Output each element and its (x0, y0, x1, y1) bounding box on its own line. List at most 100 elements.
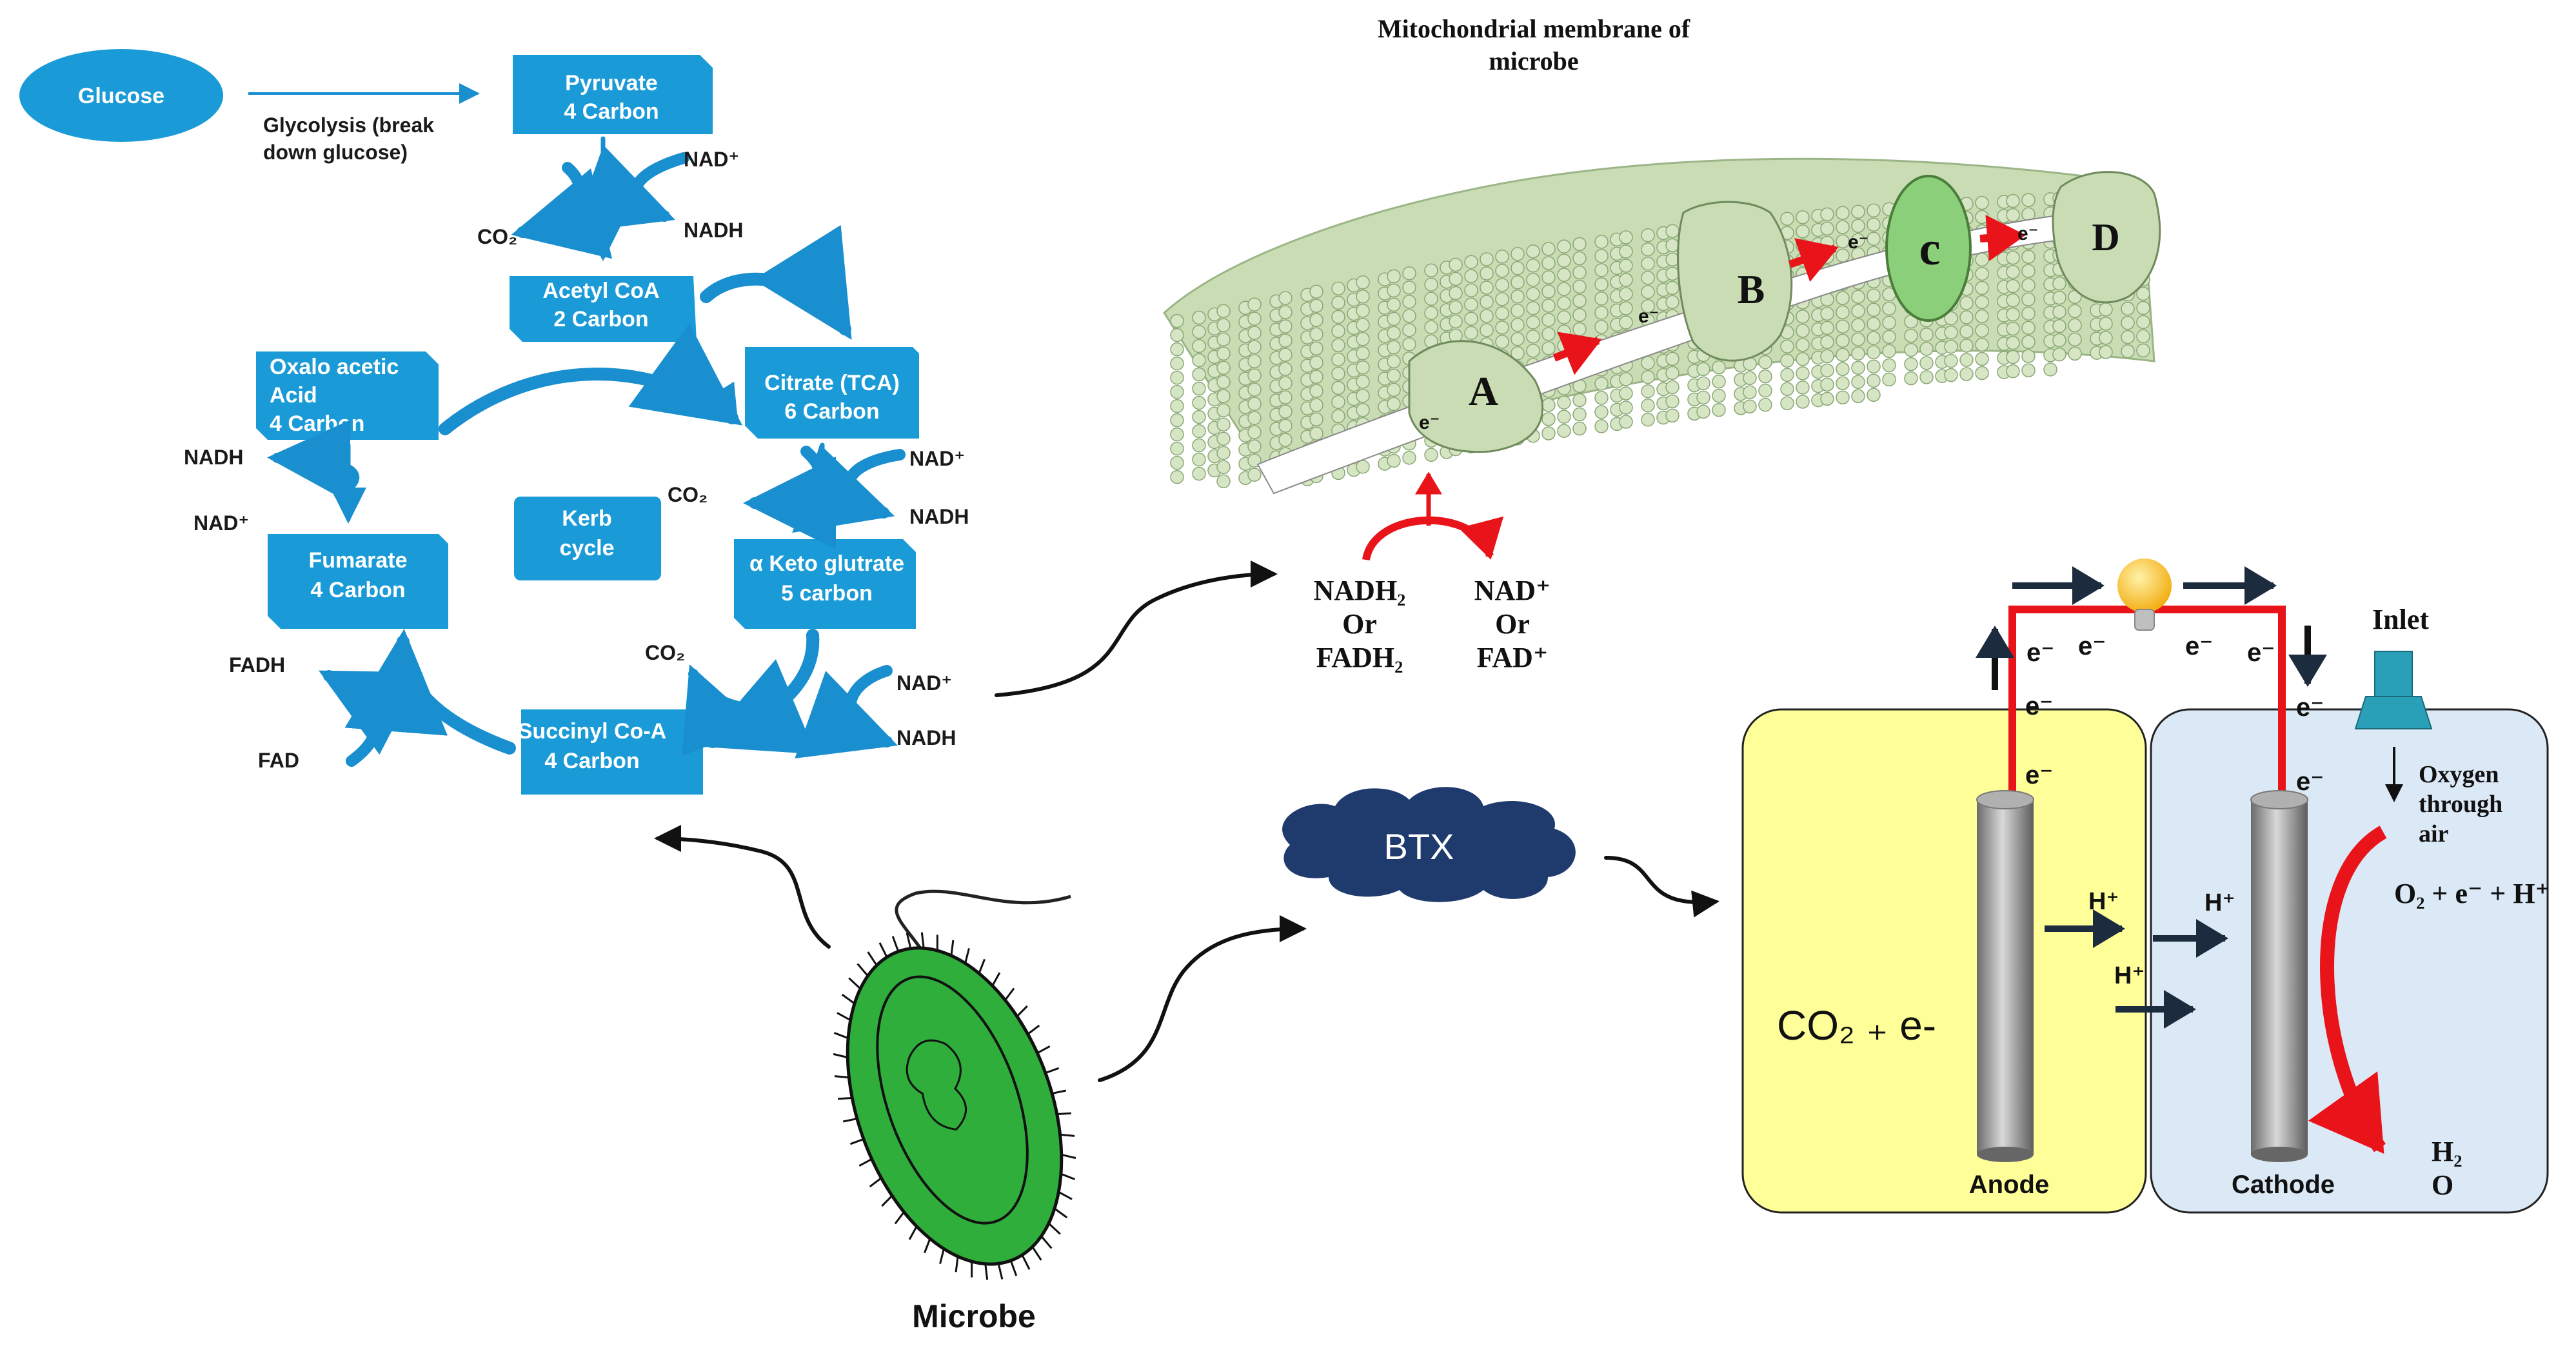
membrane-bead (1541, 327, 1556, 341)
membrane-bead (1959, 324, 1974, 339)
membrane-bead (1216, 446, 1231, 460)
membrane-bead (1975, 266, 1989, 281)
membrane-bead (1796, 239, 1810, 253)
membrane-bead (2006, 193, 2020, 208)
membrane-bead (2121, 301, 2135, 316)
membrane-bead (1309, 313, 1323, 327)
membrane-bead (1665, 380, 1679, 395)
membrane-bead (1247, 340, 1262, 354)
membrane-bead (1851, 318, 1865, 332)
membrane-bead (1449, 314, 1463, 329)
membrane-bead (1511, 304, 1525, 318)
microbe-spike (857, 963, 869, 977)
membrane-bead (1919, 342, 1934, 356)
membrane-bead (1882, 315, 1896, 330)
membrane-bead (1170, 470, 1184, 484)
membrane-bead (1851, 204, 1865, 219)
svg-text:D: D (2092, 216, 2119, 259)
arrow-co2-release-1 (511, 162, 613, 259)
svg-text:A: A (1469, 368, 1498, 414)
membrane-bead (1309, 384, 1323, 398)
membrane-bead (1331, 352, 1345, 367)
membrane-bead (1557, 253, 1571, 268)
nadh-label-4: NADH (184, 446, 243, 469)
microbe-spike (833, 1053, 848, 1059)
microbe-spike (1060, 1172, 1076, 1180)
light-bulb-icon (2117, 559, 2172, 631)
microbe-spike (891, 936, 900, 952)
membrane-bead (1541, 341, 1556, 355)
electron-labels: e⁻ e⁻ e⁻ e⁻ e⁻ e⁻ e⁻ e⁻ (2025, 632, 2324, 796)
membrane-bead (1526, 330, 1540, 344)
membrane-bead (1641, 412, 1655, 427)
membrane-bead (1192, 452, 1206, 467)
microbe-spike (964, 948, 970, 964)
svg-text:e⁻: e⁻ (2296, 767, 2324, 796)
membrane-bead (1387, 453, 1401, 468)
membrane-bead (1796, 338, 1810, 352)
membrane-bead (1541, 398, 1556, 412)
membrane-bead (1882, 344, 1896, 359)
membrane-bead (2021, 193, 2036, 208)
membrane-bead (1356, 460, 1370, 474)
svg-text:e⁻: e⁻ (2078, 632, 2106, 660)
membrane-bead (1480, 323, 1494, 337)
membrane-bead (2136, 286, 2150, 301)
membrane-bead (1758, 383, 1772, 398)
membrane-bead (2121, 344, 2135, 359)
membrane-bead (1919, 356, 1934, 370)
membrane-bead (1919, 370, 1934, 384)
membrane-bead (1904, 328, 1918, 343)
membrane-bead (1309, 355, 1323, 370)
microbe-spike (894, 1211, 905, 1225)
svg-text:e⁻: e⁻ (2026, 638, 2054, 667)
membrane-bead (1216, 474, 1231, 489)
arrow-krebs-to-membrane (995, 560, 1278, 697)
membrane-bead (1309, 426, 1323, 440)
membrane-bead (1851, 219, 1865, 233)
membrane-bead (1424, 306, 1438, 321)
co2-label-3: CO₂ (645, 641, 685, 664)
nadh-to-nad-arc (1362, 516, 1504, 561)
membrane-bead (1594, 292, 1609, 306)
membrane-bead (1975, 281, 1989, 295)
membrane-bead (1495, 292, 1509, 306)
membrane-bead (2006, 335, 2020, 350)
membrane-bead (1867, 388, 1881, 402)
proton-arrows (2045, 909, 2228, 1029)
microbe-spike (869, 1177, 882, 1188)
membrane-bead (1665, 266, 1679, 281)
membrane-bead (2021, 278, 2036, 293)
membrane-bead (1247, 368, 1262, 382)
arrow-co2-release-3 (682, 664, 773, 757)
microbe-spike (1060, 1133, 1075, 1137)
arrow-succinyl-fumarate (344, 629, 516, 755)
membrane-bead (1216, 375, 1231, 390)
membrane-bead (1836, 362, 1850, 377)
microbe-spike (1031, 1246, 1042, 1261)
membrane-bead (1331, 281, 1345, 296)
arrow-co2-release-2 (743, 446, 837, 549)
membrane-bead (2006, 364, 2020, 379)
membrane-bead (1820, 391, 1834, 406)
membrane-bead (1867, 359, 1881, 374)
microbe: Microbe (833, 889, 1076, 1334)
microbe-spike (936, 935, 938, 951)
membrane-bead (1851, 290, 1865, 304)
microbe-spike (1045, 1067, 1060, 1074)
membrane-bead (1480, 295, 1494, 309)
membrane-bead (1557, 282, 1571, 296)
membrane-bead (1449, 300, 1463, 315)
membrane-bead (1780, 212, 1794, 226)
membrane-bead (1758, 369, 1772, 384)
membrane-bead (1192, 310, 1206, 325)
citrate-box: Citrate (TCA)6 Carbon (745, 347, 919, 439)
membrane-bead (1309, 299, 1323, 313)
membrane-bead (1851, 346, 1865, 361)
co2-label-1: CO₂ (477, 225, 517, 248)
membrane-bead (1216, 417, 1231, 432)
